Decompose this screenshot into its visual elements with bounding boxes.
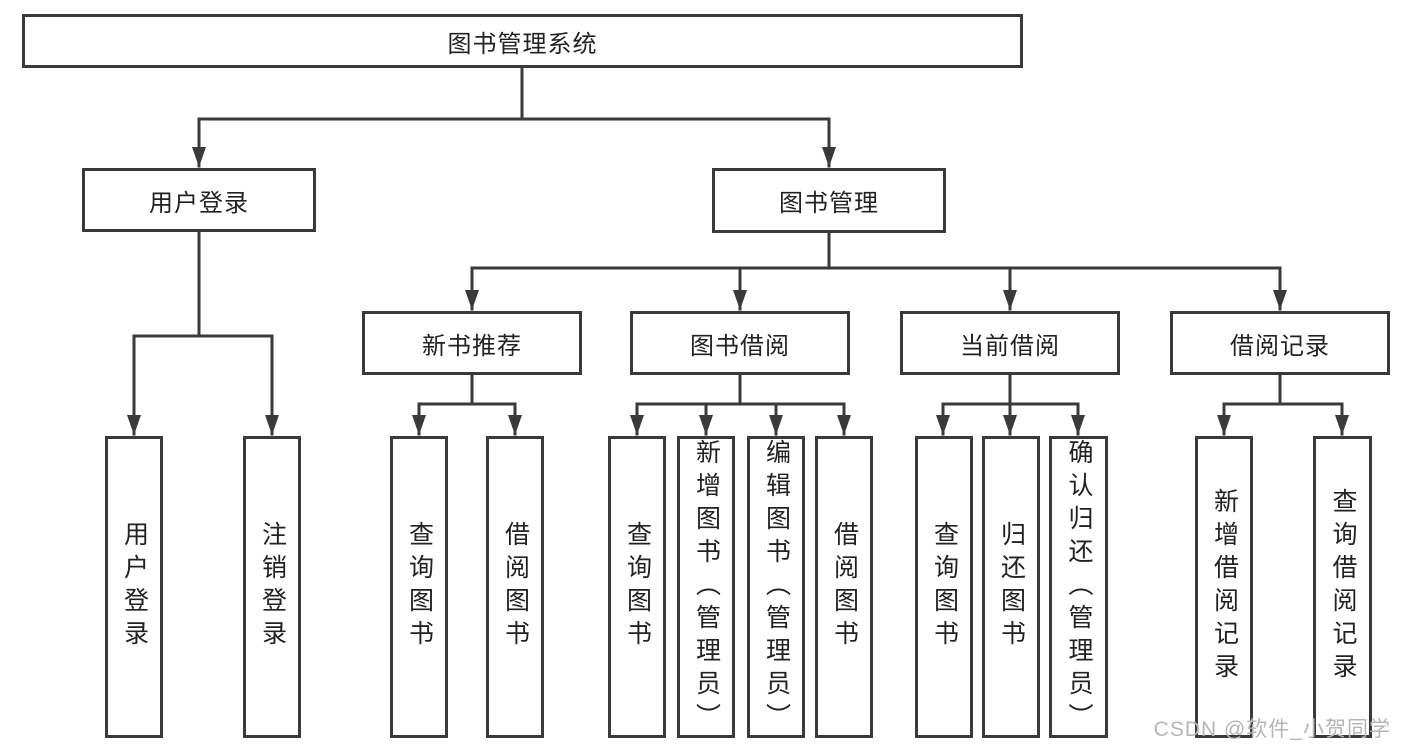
leaf-return-books: 归还图书 [982, 436, 1040, 738]
leaf-add-borrow-record: 新增借阅记录 [1195, 436, 1253, 738]
node-book-borrow: 图书借阅 [630, 311, 850, 375]
leaf-borrow-books: 借阅图书 [815, 436, 873, 738]
node-borrow-records: 借阅记录 [1170, 311, 1390, 375]
node-current-borrow: 当前借阅 [900, 311, 1120, 375]
leaf-borrow-books-recommend: 借阅图书 [486, 436, 544, 738]
leaf-logout: 注销登录 [243, 436, 301, 738]
leaf-add-books-admin: 新增图书（管理员） [677, 436, 735, 738]
leaf-query-books-current: 查询图书 [915, 436, 973, 738]
csdn-watermark: CSDN @软件_小贺同学 [1153, 718, 1391, 741]
leaf-query-borrow-record: 查询借阅记录 [1313, 436, 1372, 738]
node-new-book-recommend: 新书推荐 [362, 311, 582, 375]
node-user-login-branch: 用户登录 [82, 168, 316, 232]
leaf-query-books-recommend: 查询图书 [390, 436, 448, 738]
node-book-management: 图书管理 [712, 168, 946, 233]
leaf-edit-books-admin: 编辑图书（管理员） [747, 436, 805, 738]
leaf-confirm-return-admin: 确认归还（管理员） [1049, 436, 1108, 738]
leaf-query-books-borrow: 查询图书 [608, 436, 666, 738]
node-root: 图书管理系统 [22, 14, 1023, 68]
leaf-user-login: 用户登录 [105, 436, 163, 738]
